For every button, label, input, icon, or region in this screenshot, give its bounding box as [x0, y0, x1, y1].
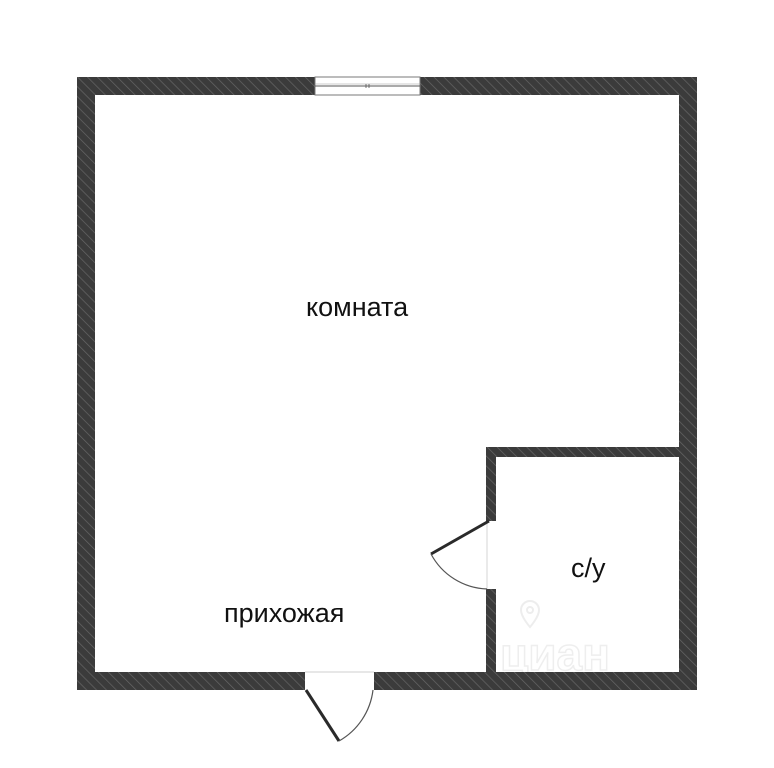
partition-vertical-lower: [486, 589, 496, 674]
watermark: циан: [499, 600, 611, 681]
wall-top-right: [420, 77, 697, 95]
room-label-living-room: комната: [306, 292, 409, 322]
room-label-bathroom: с/у: [571, 553, 606, 583]
entrance-door[interactable]: [304, 671, 374, 742]
partition-vertical-upper: [486, 447, 496, 521]
wall-left: [77, 77, 95, 690]
partition-horizontal: [486, 447, 681, 457]
window: [314, 76, 421, 96]
door-swing-arc: [338, 689, 374, 742]
wall-right: [679, 77, 697, 690]
wall-bottom-left: [77, 672, 305, 690]
location-pin-icon: [519, 600, 541, 629]
door-leaf: [430, 519, 490, 556]
door-leaf: [304, 689, 341, 742]
room-label-hallway: прихожая: [224, 598, 345, 628]
door-swing-arc: [430, 553, 488, 590]
watermark-text: циан: [500, 628, 610, 680]
wall-bottom-right: [374, 672, 697, 690]
walls: [77, 77, 697, 690]
wall-top-left: [77, 77, 315, 95]
bathroom-door[interactable]: [430, 519, 490, 590]
